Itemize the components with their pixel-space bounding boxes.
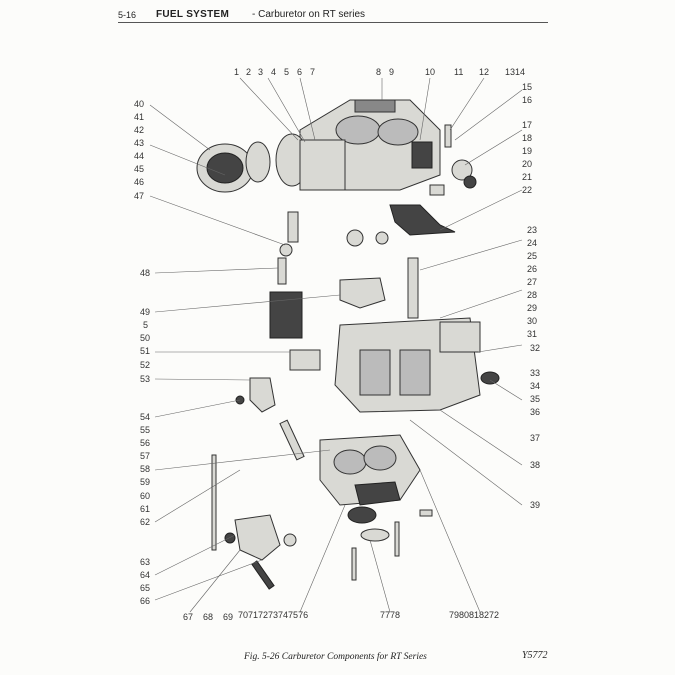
callout-56: 56	[140, 438, 150, 448]
callout-7: 7	[310, 67, 315, 77]
callout-65: 65	[140, 583, 150, 593]
callout-4: 4	[271, 67, 276, 77]
callout-51: 51	[140, 346, 150, 356]
callout-79-82-72: 7980818272	[449, 610, 499, 620]
bottom-callouts: 67 68 69 70717273747576 7778 7980818272	[183, 610, 499, 622]
callout-35: 35	[530, 394, 540, 404]
page-number: 5-16	[118, 10, 137, 20]
callout-2: 2	[246, 67, 251, 77]
callout-40: 40	[134, 99, 144, 109]
callout-64: 64	[140, 570, 150, 580]
callout-47: 47	[134, 191, 144, 201]
callout-28: 28	[527, 290, 537, 300]
callout-1: 1	[234, 67, 239, 77]
float-bracket	[269, 257, 419, 339]
throttle-lever	[211, 454, 297, 590]
section-title: FUEL SYSTEM	[156, 9, 230, 20]
callout-37: 37	[530, 433, 540, 443]
callout-68: 68	[203, 612, 213, 622]
callout-33: 33	[530, 368, 540, 378]
callout-63: 63	[140, 557, 150, 567]
callout-39: 39	[530, 500, 540, 510]
callout-21: 21	[522, 172, 532, 182]
callout-58: 58	[140, 464, 150, 474]
callout-42: 42	[134, 125, 144, 135]
callout-5: 5	[284, 67, 289, 77]
right-callouts: 15 16 17 18 19 20 21 22 23 24 25 26 27 2…	[522, 82, 540, 510]
callout-52: 52	[140, 360, 150, 370]
callout-19: 19	[522, 146, 532, 156]
callout-41: 41	[134, 112, 144, 122]
callout-32: 32	[530, 343, 540, 353]
callout-36: 36	[530, 407, 540, 417]
callout-54: 54	[140, 412, 150, 422]
callout-48: 48	[140, 268, 150, 278]
callout-29: 29	[527, 303, 537, 313]
callout-30: 30	[527, 316, 537, 326]
callout-69: 69	[223, 612, 233, 622]
callout-49: 49	[140, 307, 150, 317]
callout-43: 43	[134, 138, 144, 148]
callout-27: 27	[527, 277, 537, 287]
callout-59: 59	[140, 477, 150, 487]
figure-caption: Fig. 5-26 Carburetor Components for RT S…	[244, 652, 427, 662]
callout-10: 10	[425, 67, 435, 77]
leader-lines	[149, 77, 523, 613]
pump-lever-parts	[235, 377, 305, 461]
callout-11: 11	[454, 67, 463, 77]
callout-15: 15	[522, 82, 532, 92]
choke-housing	[196, 133, 346, 193]
callout-60: 60	[140, 491, 150, 501]
top-callouts: 1 2 3 4 5 6 7 8 9 10 11 12 1314	[234, 67, 525, 77]
callout-26: 26	[527, 264, 537, 274]
callout-8: 8	[376, 67, 381, 77]
callout-50: 50	[140, 333, 150, 343]
callout-25: 25	[527, 251, 537, 261]
callout-31: 31	[527, 329, 537, 339]
callout-5-left: 5	[143, 320, 148, 330]
callout-20: 20	[522, 159, 532, 169]
callout-61: 61	[140, 504, 150, 514]
callout-45: 45	[134, 164, 144, 174]
callout-38: 38	[530, 460, 540, 470]
callout-12: 12	[479, 67, 489, 77]
callout-22: 22	[522, 185, 532, 195]
header-rule	[118, 22, 548, 23]
throttle-body	[319, 434, 433, 581]
callout-34: 34	[530, 381, 540, 391]
callout-23: 23	[527, 225, 537, 235]
left-callouts: 40 41 42 43 44 45 46 47 48 49 5 50 51 52…	[134, 99, 150, 606]
section-subtitle: - Carburetor on RT series	[252, 9, 366, 20]
callout-6: 6	[297, 67, 302, 77]
callout-17: 17	[522, 120, 532, 130]
callout-18: 18	[522, 133, 532, 143]
carburetor-main-body	[289, 317, 500, 413]
callout-70-76: 70717273747576	[238, 610, 308, 620]
callout-53: 53	[140, 374, 150, 384]
callout-3: 3	[258, 67, 263, 77]
pump-parts-right	[411, 124, 477, 196]
callout-46: 46	[134, 177, 144, 187]
linkage-parts	[277, 204, 456, 285]
callout-62: 62	[140, 517, 150, 527]
callout-77-78: 7778	[380, 610, 400, 620]
callout-44: 44	[134, 151, 144, 161]
callout-57: 57	[140, 451, 150, 461]
callout-66: 66	[140, 596, 150, 606]
callout-9: 9	[389, 67, 394, 77]
callout-24: 24	[527, 238, 537, 248]
callout-1314: 1314	[505, 67, 525, 77]
figure-reference: Y5772	[522, 650, 548, 661]
callout-67: 67	[183, 612, 193, 622]
callout-16: 16	[522, 95, 532, 105]
page-header: 5-16 FUEL SYSTEM - Carburetor on RT seri…	[118, 8, 548, 24]
callout-55: 55	[140, 425, 150, 435]
